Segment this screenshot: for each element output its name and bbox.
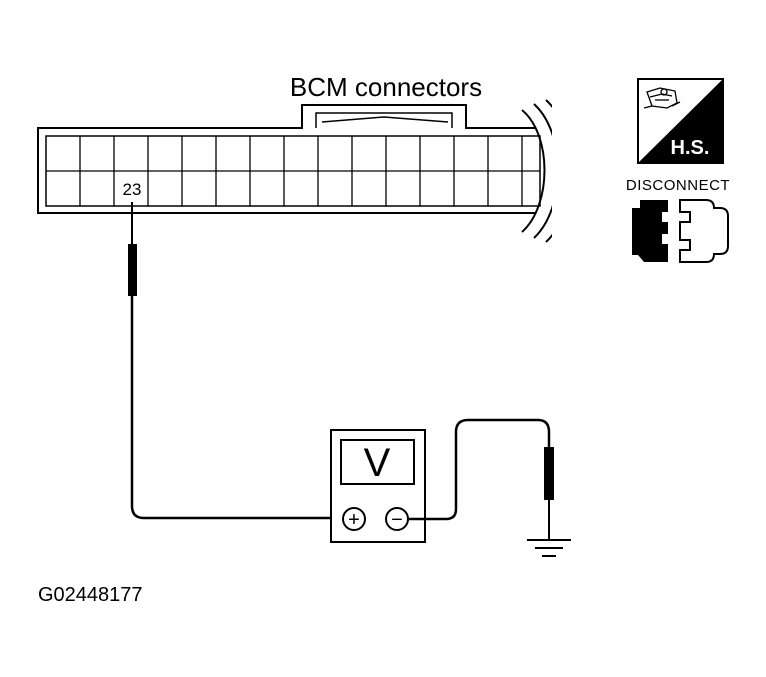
ground-symbol bbox=[527, 539, 571, 557]
hs-label: H.S. bbox=[671, 137, 710, 159]
disconnect-connector-icon bbox=[632, 199, 729, 263]
ignition-switch-icon bbox=[643, 87, 681, 109]
positive-terminal bbox=[342, 507, 366, 531]
pin-number-label: 23 bbox=[123, 180, 142, 199]
bcm-connector bbox=[37, 99, 573, 243]
positive-lead-wire bbox=[130, 296, 342, 520]
negative-terminal-symbol: − bbox=[391, 509, 403, 531]
figure-id: G02448177 bbox=[38, 584, 143, 606]
positive-probe bbox=[128, 202, 137, 296]
negative-probe bbox=[544, 447, 554, 540]
voltmeter: V + − bbox=[330, 429, 426, 543]
hs-badge: H.S. bbox=[637, 78, 724, 164]
disconnect-label: DISCONNECT bbox=[626, 177, 730, 194]
terminal-grid bbox=[46, 136, 540, 206]
negative-lead-wire bbox=[408, 418, 551, 521]
connector-title: BCM connectors bbox=[290, 72, 482, 102]
positive-terminal-symbol: + bbox=[348, 509, 360, 531]
meter-display: V bbox=[364, 441, 391, 485]
